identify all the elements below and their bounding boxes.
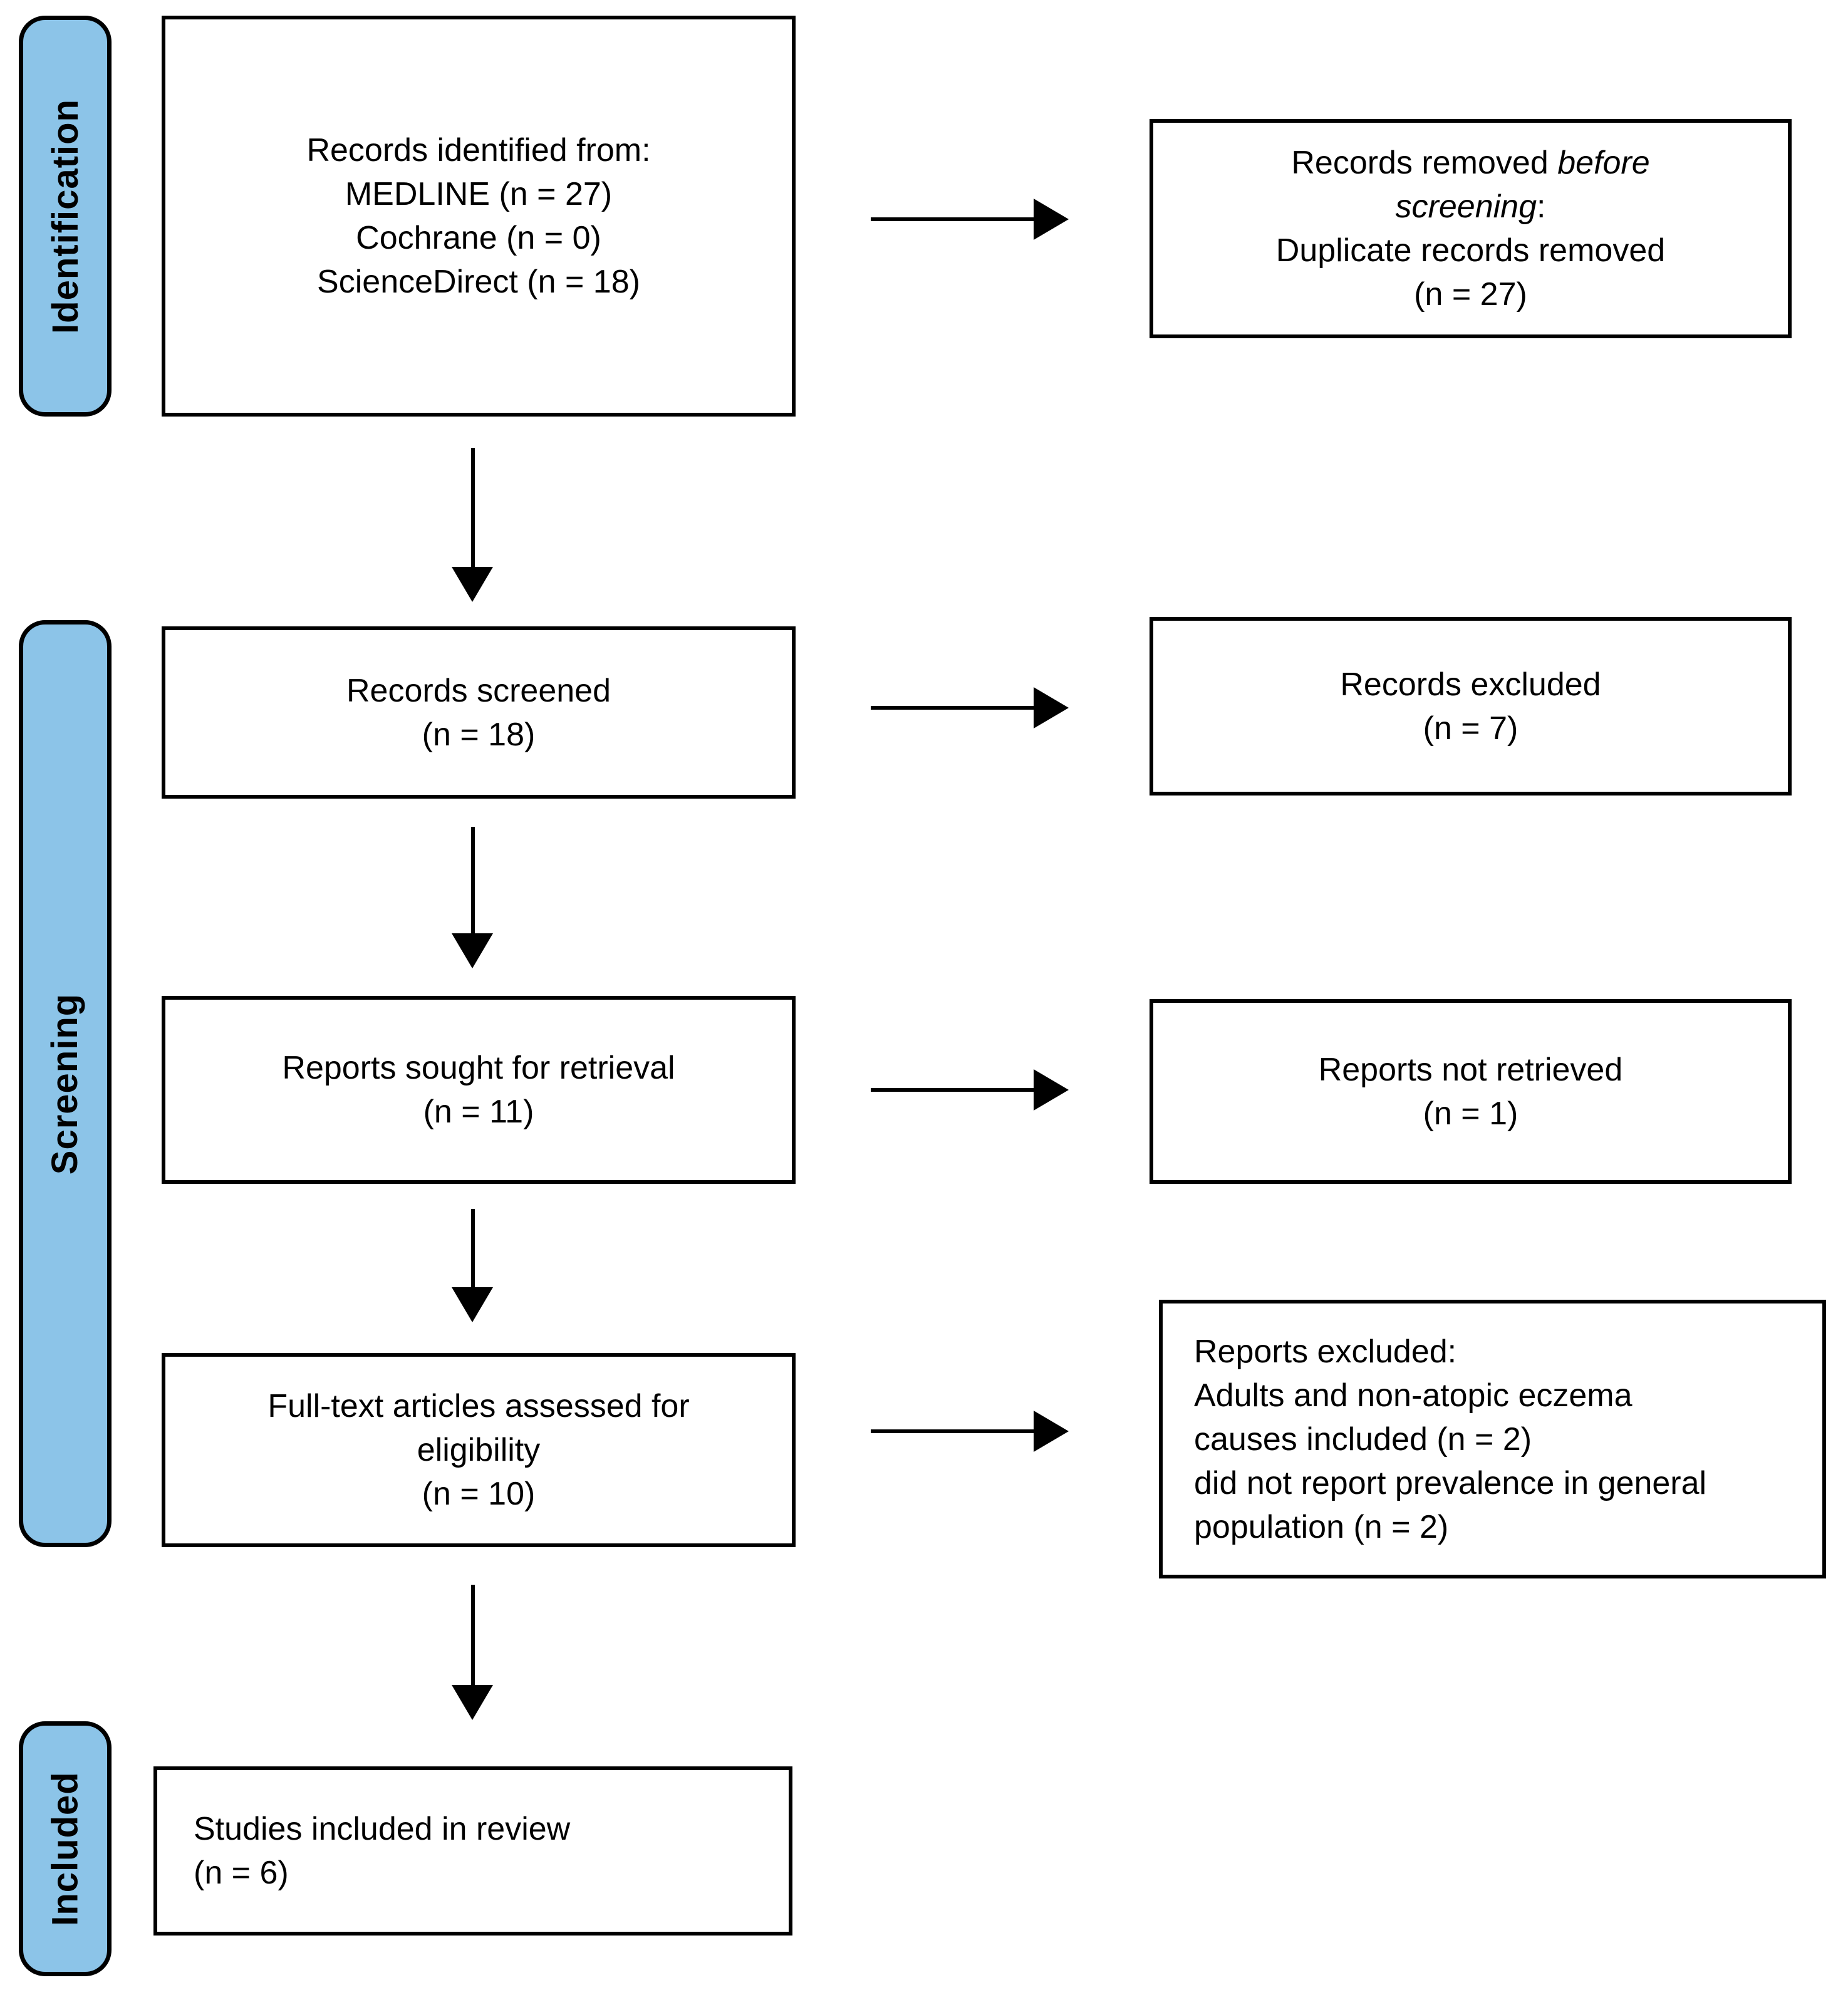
arrow-identified-to-screened-line bbox=[471, 448, 475, 567]
reports-not-retrieved-count: (n = 1) bbox=[1423, 1095, 1518, 1132]
reports-excluded-reason-2a: did not report prevalence in general bbox=[1194, 1464, 1707, 1501]
arrow-sought-to-fulltext-line bbox=[471, 1209, 475, 1287]
reports-sought-label: Reports sought for retrieval bbox=[282, 1050, 675, 1086]
records-identified-source-cochrane: Cochrane (n = 0) bbox=[356, 220, 601, 256]
stage-screening-label: Screening bbox=[44, 993, 86, 1174]
records-removed-label-1-italic: before bbox=[1557, 145, 1650, 181]
stage-screening: Screening bbox=[19, 620, 112, 1547]
records-screened-count: (n = 18) bbox=[422, 716, 536, 753]
arrow-fulltext-to-included-line bbox=[471, 1585, 475, 1685]
records-identified-title: Records identified from: bbox=[306, 132, 651, 168]
reports-excluded-reason-1b: causes included (n = 2) bbox=[1194, 1421, 1532, 1458]
records-removed-label-2: screening: bbox=[1396, 185, 1546, 229]
fulltext-assessed-label-2: eligibility bbox=[417, 1432, 541, 1468]
studies-included-count: (n = 6) bbox=[194, 1855, 289, 1891]
arrow-identified-to-removed-head bbox=[1034, 199, 1069, 240]
arrow-screened-to-sought-head bbox=[452, 933, 493, 968]
arrow-sought-to-fulltext-head bbox=[452, 1287, 493, 1322]
arrow-sought-to-not-retrieved-head bbox=[1034, 1069, 1069, 1111]
box-records-screened: Records screened (n = 18) bbox=[162, 626, 796, 799]
reports-not-retrieved-label: Reports not retrieved bbox=[1318, 1051, 1623, 1088]
arrow-screened-to-excluded-head bbox=[1034, 687, 1069, 728]
box-reports-excluded: Reports excluded: Adults and non-atopic … bbox=[1159, 1300, 1826, 1578]
records-identified-source-sciencedirect: ScienceDirect (n = 18) bbox=[317, 264, 640, 300]
box-fulltext-assessed: Full-text articles assessed for eligibil… bbox=[162, 1353, 796, 1547]
records-removed-label-2-italic: screening bbox=[1395, 189, 1537, 225]
box-records-identified: Records identified from: MEDLINE (n = 27… bbox=[162, 16, 796, 417]
box-studies-included: Studies included in review (n = 6) bbox=[153, 1766, 792, 1936]
records-removed-label-1: Records removed before bbox=[1291, 141, 1649, 185]
box-records-excluded: Records excluded (n = 7) bbox=[1150, 617, 1792, 795]
reports-excluded-reason-2b: population (n = 2) bbox=[1194, 1508, 1449, 1545]
reports-excluded-reason-1a: Adults and non-atopic eczema bbox=[1194, 1377, 1633, 1414]
records-excluded-count: (n = 7) bbox=[1423, 710, 1518, 747]
studies-included-label: Studies included in review bbox=[194, 1811, 571, 1847]
stage-identification-label: Identification bbox=[44, 98, 86, 334]
arrow-fulltext-to-reports-excluded-line bbox=[871, 1429, 1034, 1433]
fulltext-assessed-count: (n = 10) bbox=[422, 1476, 536, 1512]
reports-excluded-label: Reports excluded: bbox=[1194, 1333, 1457, 1370]
stage-identification: Identification bbox=[19, 16, 112, 417]
records-screened-label: Records screened bbox=[346, 672, 611, 709]
arrow-identified-to-removed-line bbox=[871, 217, 1034, 221]
records-removed-label-2-normal: : bbox=[1537, 189, 1546, 225]
arrow-screened-to-excluded-line bbox=[871, 706, 1034, 710]
records-removed-count: (n = 27) bbox=[1414, 276, 1527, 313]
records-excluded-label: Records excluded bbox=[1340, 666, 1601, 703]
box-reports-not-retrieved: Reports not retrieved (n = 1) bbox=[1150, 999, 1792, 1184]
reports-sought-count: (n = 11) bbox=[423, 1094, 534, 1130]
stage-included: Included bbox=[19, 1721, 112, 1976]
box-records-removed: Records removed before screening: Duplic… bbox=[1150, 119, 1792, 338]
arrow-fulltext-to-included-head bbox=[452, 1685, 493, 1720]
fulltext-assessed-label-1: Full-text articles assessed for bbox=[267, 1388, 690, 1424]
arrow-screened-to-sought-line bbox=[471, 827, 475, 933]
box-reports-sought: Reports sought for retrieval (n = 11) bbox=[162, 996, 796, 1184]
records-removed-label-1-normal: Records removed bbox=[1291, 145, 1558, 181]
records-identified-source-medline: MEDLINE (n = 27) bbox=[345, 176, 613, 212]
arrow-fulltext-to-reports-excluded-head bbox=[1034, 1411, 1069, 1452]
records-removed-reason: Duplicate records removed bbox=[1275, 232, 1666, 269]
arrow-identified-to-screened-head bbox=[452, 567, 493, 602]
stage-included-label: Included bbox=[44, 1771, 86, 1926]
arrow-sought-to-not-retrieved-line bbox=[871, 1088, 1034, 1092]
